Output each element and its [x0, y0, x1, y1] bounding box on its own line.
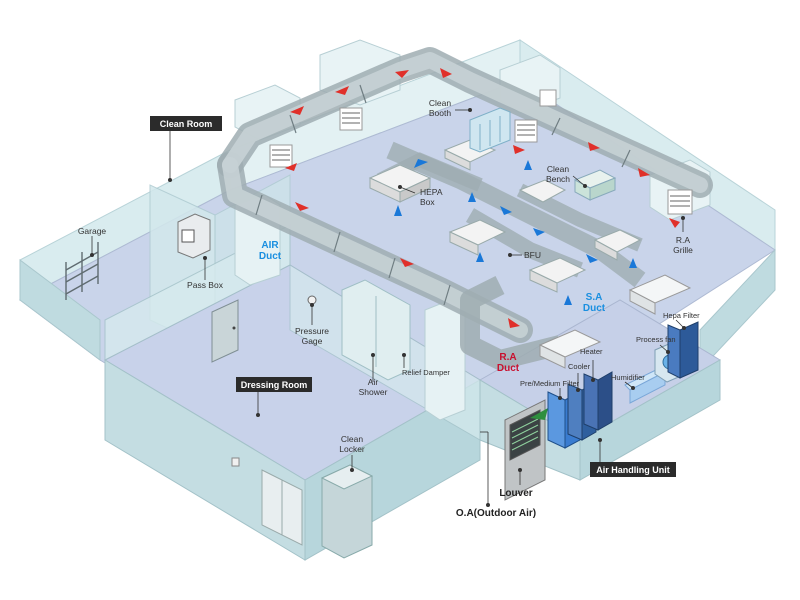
sa-duct-label-line2: Duct [583, 303, 606, 314]
ahu-casing [538, 274, 692, 369]
sa-duct-label-line1: S.A [586, 292, 603, 303]
air-duct-label-line1: AIR [261, 240, 279, 251]
clean-booth [469, 107, 511, 153]
hepa-box-label-line1: HEPA [420, 187, 443, 197]
air-handling-unit-tag: Air Handling Unit [590, 462, 676, 477]
clean-bench-label-line2: Bench [546, 174, 570, 184]
air-duct-label-line2: Duct [259, 251, 282, 262]
hepa-box-label-line2: Box [420, 197, 435, 207]
hepa-filter-label: Hepa Filter [663, 311, 700, 320]
clean-room-tag: Clean Room [150, 116, 222, 131]
relief-damper-label: Relief Damper [402, 368, 450, 377]
clean-locker-label-line2: Locker [339, 444, 365, 454]
ra-duct-label-line1: R.A [499, 352, 516, 363]
clean-bench-label-line1: Clean [547, 164, 569, 174]
air-handling-unit-label: Air Handling Unit [596, 465, 670, 475]
dressing-room-label: Dressing Room [241, 380, 308, 390]
air-shower-icon [341, 279, 411, 381]
clean-booth-label-line2: Booth [429, 108, 451, 118]
dressing-room-door-icon [211, 299, 239, 363]
ra-grilles [269, 89, 693, 215]
clean-booth-label-line1: Clean [429, 98, 451, 108]
pressure-gage-label-line2: Gage [302, 336, 323, 346]
component-labels: Garage Pass Box Pressure Gage Air Shower… [78, 98, 700, 519]
garage-label: Garage [78, 226, 107, 236]
outer-wall-front-left [19, 259, 101, 361]
air-shower-label-line1: Air [368, 377, 379, 387]
air-shower-label-line2: Shower [359, 387, 388, 397]
clean-locker-icon [320, 464, 374, 559]
return-air-arrows [285, 68, 680, 328]
pass-box-icon [177, 213, 211, 259]
heater-label: Heater [580, 347, 603, 356]
duct-joints [255, 84, 631, 306]
process-fan-label: Process fan [636, 335, 676, 344]
pressure-gage-icon [307, 295, 317, 305]
clean-bench [573, 169, 617, 201]
pass-box-label: Pass Box [187, 280, 224, 290]
ahu-hepa-filter-icon [667, 321, 699, 379]
ra-grille-label-line2: Grille [673, 245, 693, 255]
outdoor-air-label: O.A(Outdoor Air) [456, 508, 536, 519]
ra-duct-label-line2: Duct [497, 363, 520, 374]
ra-grille-label-line1: R.A [676, 235, 691, 245]
ra-duct-shaft [424, 299, 466, 421]
bfu-label: BFU [524, 250, 541, 260]
wall-switch-icon [231, 457, 240, 467]
clean-locker-label-line1: Clean [341, 434, 363, 444]
dressing-room-entrance-icon [261, 469, 303, 546]
clean-room-label: Clean Room [160, 119, 213, 129]
louver-icon [504, 399, 548, 501]
dressing-room-tag: Dressing Room [236, 377, 312, 392]
humidifier-label: Humidifier [611, 373, 645, 382]
cooler-label: Cooler [568, 362, 591, 371]
duct-network [217, 47, 713, 370]
pressure-gage-label-line1: Pressure [295, 326, 329, 336]
ahu-heater-icon [583, 371, 613, 431]
pre-medium-filter-label: Pre/Medium Filter [520, 379, 580, 388]
leader-lines [90, 108, 686, 507]
louver-label: Louver [499, 488, 532, 499]
